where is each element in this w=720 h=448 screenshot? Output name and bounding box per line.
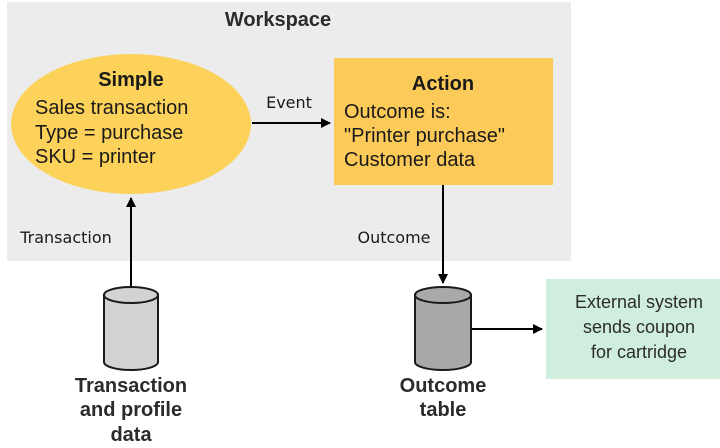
external-line-1: External system <box>575 292 703 312</box>
simple-line-3: SKU = printer <box>35 146 156 168</box>
simple-line-1: Sales transaction <box>35 97 188 119</box>
outcome-label: Outcome <box>357 228 430 247</box>
action-line-1: Outcome is: <box>344 101 451 123</box>
outcome-db-label-2: table <box>420 399 467 421</box>
action-line-2: "Printer purchase" <box>344 125 505 147</box>
action-title: Action <box>412 73 474 95</box>
simple-line-2: Type = purchase <box>35 122 183 144</box>
outcome-database-icon <box>414 286 472 371</box>
source-db-label-3: data <box>110 424 152 446</box>
event-label: Event <box>266 93 312 112</box>
action-line-3: Customer data <box>344 149 476 171</box>
transaction-label: Transaction <box>19 228 112 247</box>
simple-ellipse <box>11 54 251 194</box>
external-system-box <box>546 279 720 379</box>
workspace-title: Workspace <box>225 9 331 31</box>
transaction-database-icon <box>103 286 159 371</box>
external-system-node: External system sends coupon for cartrid… <box>546 279 720 379</box>
outcome-db-label-1: Outcome <box>400 375 487 397</box>
source-db-label-2: and profile <box>80 399 182 421</box>
external-line-2: sends coupon <box>583 317 695 337</box>
simple-title: Simple <box>98 69 164 91</box>
simple-node: Simple Sales transaction Type = purchase… <box>11 54 251 194</box>
source-db-label-1: Transaction <box>75 375 187 397</box>
action-node: Action Outcome is: "Printer purchase" Cu… <box>334 58 553 185</box>
action-box <box>334 58 553 185</box>
external-line-3: for cartridge <box>591 342 687 362</box>
